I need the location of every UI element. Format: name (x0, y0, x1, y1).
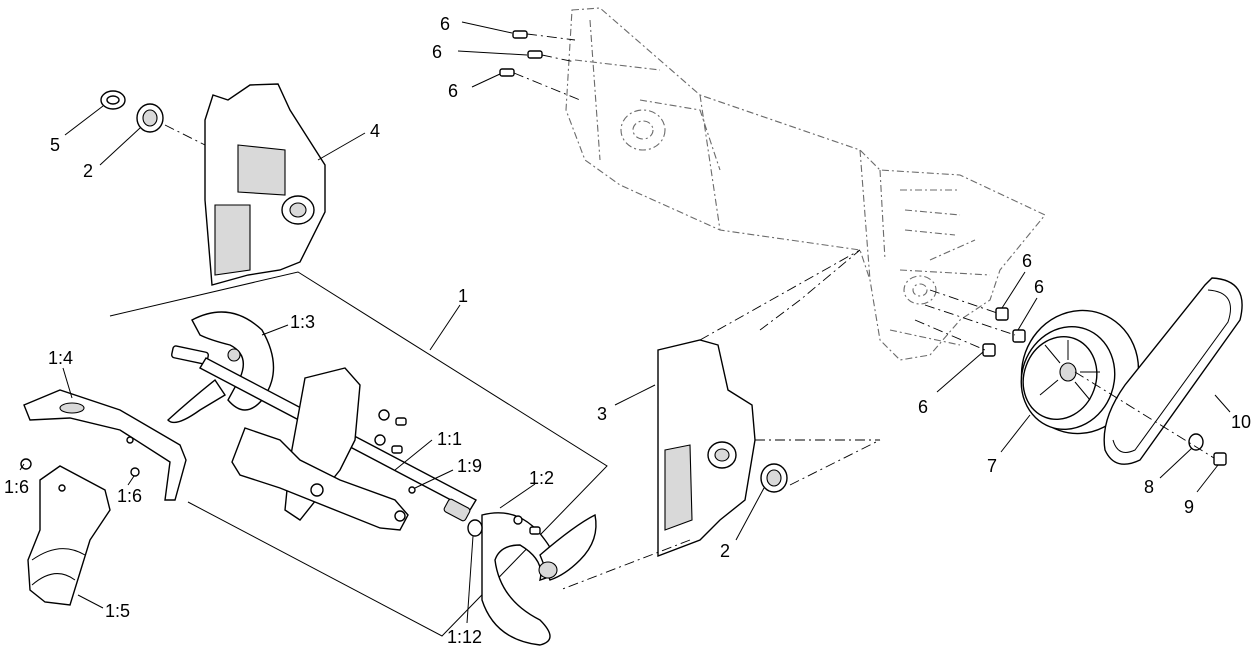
leader-lines (19, 21, 1231, 624)
callout-1-1: 1:1 (437, 429, 462, 449)
callout-9: 9 (1184, 497, 1194, 517)
hardware-nuts-center (374, 409, 407, 454)
callout-labels: 6 6 6 5 2 4 1 1:3 1:4 1:1 1:9 1:6 1:6 1:… (4, 14, 1251, 647)
washer-8 (1188, 433, 1204, 451)
callout-8: 8 (1144, 477, 1154, 497)
callout-1-5: 1:5 (105, 601, 130, 621)
callout-4: 4 (370, 121, 380, 141)
callout-6-right-2: 6 (1034, 277, 1044, 297)
callout-1-6-right: 1:6 (117, 486, 142, 506)
bolts-housing-right (914, 289, 1026, 357)
skid-shoe (27, 465, 111, 606)
side-plate-left (204, 83, 326, 286)
callout-6-top-3: 6 (448, 81, 458, 101)
callout-1-12: 1:12 (447, 627, 482, 647)
callout-5: 5 (50, 135, 60, 155)
bearing-2-left (136, 103, 164, 133)
callout-3: 3 (597, 404, 607, 424)
callout-10: 10 (1231, 412, 1251, 432)
bearing-2-right (760, 463, 788, 493)
callout-1: 1 (458, 286, 468, 306)
bolt-top-1 (512, 30, 576, 41)
carriage-bolt-left (20, 458, 32, 470)
callout-1-3: 1:3 (290, 312, 315, 332)
bolt-top-2 (527, 50, 576, 63)
hardware-nuts-right (513, 515, 541, 535)
callout-6-top-2: 6 (432, 42, 442, 62)
callout-1-6-left: 1:6 (4, 477, 29, 497)
auger-flighting-lower (481, 512, 597, 646)
bolt-top-3 (499, 68, 581, 101)
callout-7: 7 (987, 456, 997, 476)
auger-housing-ghost (565, 7, 1046, 361)
callout-6-right-1: 6 (1022, 251, 1032, 271)
callout-2-right: 2 (720, 541, 730, 561)
spacer-1-12 (467, 519, 483, 537)
callout-1-2: 1:2 (529, 468, 554, 488)
shear-pin (408, 486, 416, 494)
side-plate-right (657, 339, 756, 558)
drive-belt (1103, 277, 1243, 465)
callout-1-4: 1:4 (48, 348, 73, 368)
seal-5 (100, 90, 126, 110)
bolt-9 (1213, 452, 1227, 466)
callout-6-right-3: 6 (918, 397, 928, 417)
callout-2-left: 2 (83, 161, 93, 181)
impeller-paddle (231, 367, 409, 531)
callout-1-9: 1:9 (457, 456, 482, 476)
carriage-bolt-right (130, 467, 140, 477)
callout-6-top-1: 6 (440, 14, 450, 34)
scraper-bar (23, 389, 187, 501)
pulley (1020, 309, 1140, 435)
